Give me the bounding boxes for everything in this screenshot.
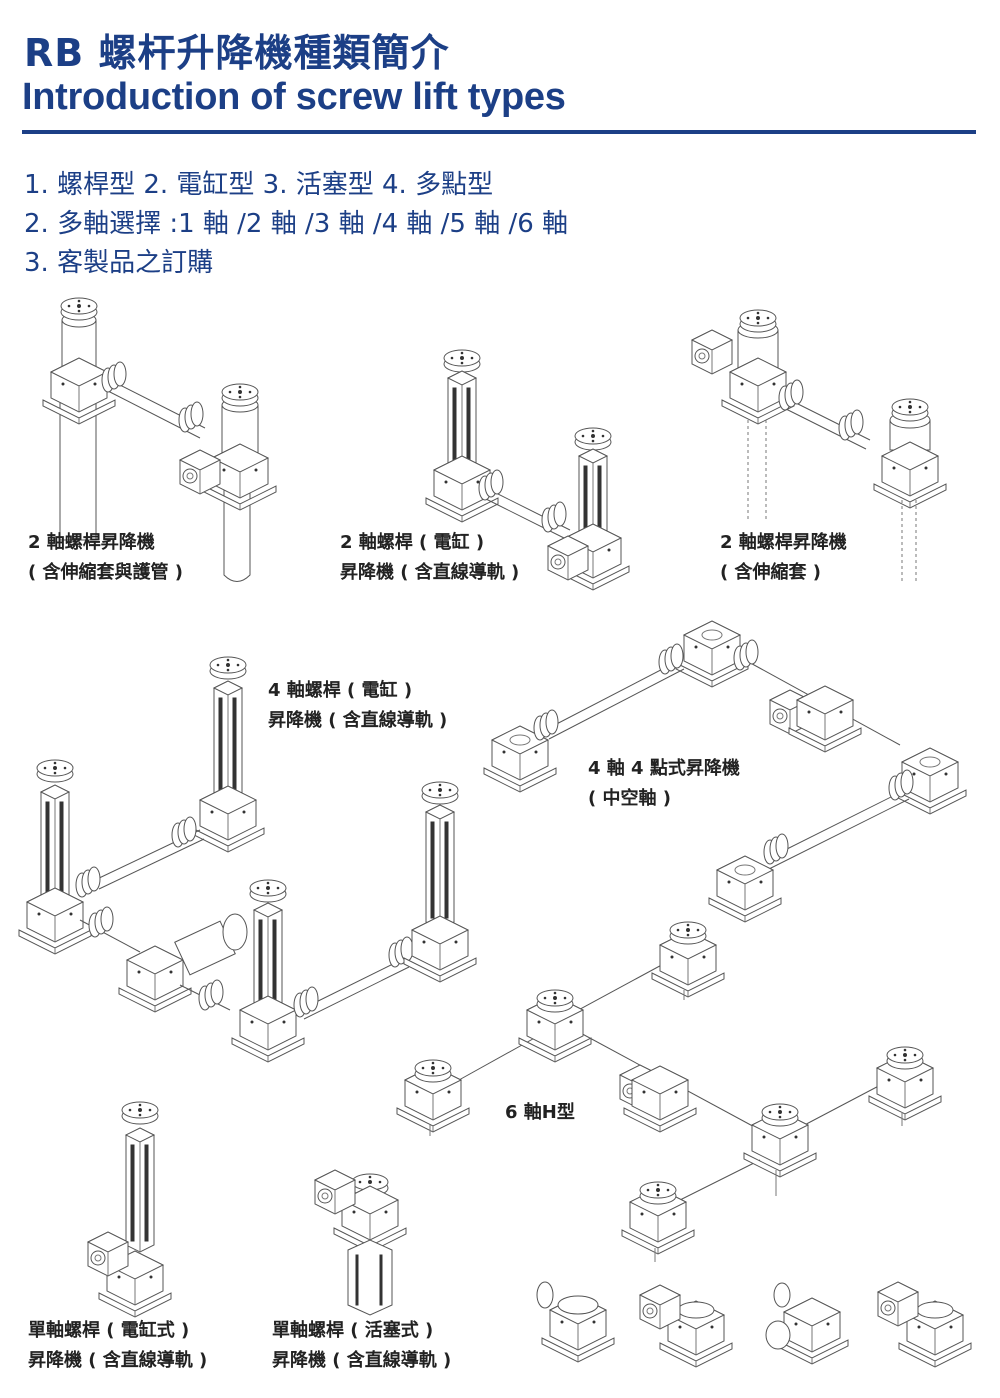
- illustration-single-axis-actuator: [87, 1101, 172, 1318]
- illustration-four-axis-four-point: [483, 620, 967, 923]
- caption-line: 昇降機 ( 含直線導軌 ): [340, 562, 520, 583]
- caption-two-axis-bellows-tube: 2 軸螺桿昇降機 ( 含伸縮套與護管 ): [28, 528, 183, 588]
- illustration-gearbox-variants: [537, 1281, 972, 1368]
- feature-item: 3. 客製品之訂購: [24, 248, 214, 278]
- feature-item: 1. 螺桿型 2. 電缸型 3. 活塞型 4. 多點型: [24, 170, 494, 200]
- caption-line: 4 軸 4 點式昇降機: [588, 758, 740, 779]
- title-divider: [22, 130, 976, 134]
- illustration-two-axis-actuator: [425, 349, 630, 591]
- caption-line: 2 軸螺桿昇降機: [720, 532, 847, 553]
- caption-line: 昇降機 ( 含直線導軌 ): [272, 1350, 452, 1371]
- caption-line: 2 軸螺桿 ( 電缸 ): [340, 532, 485, 553]
- caption-single-axis-piston: 單軸螺桿 ( 活塞式 ) 昇降機 ( 含直線導軌 ): [272, 1316, 451, 1376]
- caption-line: ( 含伸縮套 ): [720, 562, 821, 583]
- page-title-english: Introduction of screw lift types: [22, 76, 566, 118]
- caption-line: 4 軸螺桿 ( 電缸 ): [268, 680, 413, 701]
- caption-line: 2 軸螺桿昇降機: [28, 532, 155, 553]
- caption-four-axis-actuator: 4 軸螺桿 ( 電缸 ) 昇降機 ( 含直線導軌 ): [268, 676, 447, 736]
- caption-line: 單軸螺桿 ( 活塞式 ): [272, 1320, 434, 1341]
- page-title-chinese: RB 螺杆升降機種類簡介: [24, 31, 450, 75]
- illustration-four-axis-actuator: [18, 656, 477, 1063]
- caption-two-axis-actuator: 2 軸螺桿 ( 電缸 ) 昇降機 ( 含直線導軌 ): [340, 528, 519, 588]
- feature-list: 1. 螺桿型 2. 電缸型 3. 活塞型 4. 多點型 2. 多軸選擇 :1 軸…: [24, 166, 568, 283]
- illustration-two-axis-bellows-tube: [42, 297, 277, 582]
- caption-line: ( 中空軸 ): [588, 788, 671, 809]
- illustration-single-axis-piston: [314, 1169, 407, 1315]
- caption-line: 昇降機 ( 含直線導軌 ): [28, 1350, 208, 1371]
- caption-line: 單軸螺桿 ( 電缸式 ): [28, 1320, 190, 1341]
- caption-single-axis-actuator: 單軸螺桿 ( 電缸式 ) 昇降機 ( 含直線導軌 ): [28, 1316, 207, 1376]
- caption-two-axis-bellows: 2 軸螺桿昇降機 ( 含伸縮套 ): [720, 528, 847, 588]
- caption-four-axis-four-point: 4 軸 4 點式昇降機 ( 中空軸 ): [588, 754, 740, 814]
- illustration-six-axis-h: [396, 921, 942, 1262]
- illustration-two-axis-bellows: [691, 309, 947, 582]
- caption-line: 昇降機 ( 含直線導軌 ): [268, 710, 448, 731]
- caption-line: ( 含伸縮套與護管 ): [28, 562, 183, 583]
- feature-item: 2. 多軸選擇 :1 軸 /2 軸 /3 軸 /4 軸 /5 軸 /6 軸: [24, 209, 569, 239]
- caption-line: 6 軸H型: [505, 1102, 575, 1123]
- caption-six-axis-h: 6 軸H型: [505, 1098, 575, 1128]
